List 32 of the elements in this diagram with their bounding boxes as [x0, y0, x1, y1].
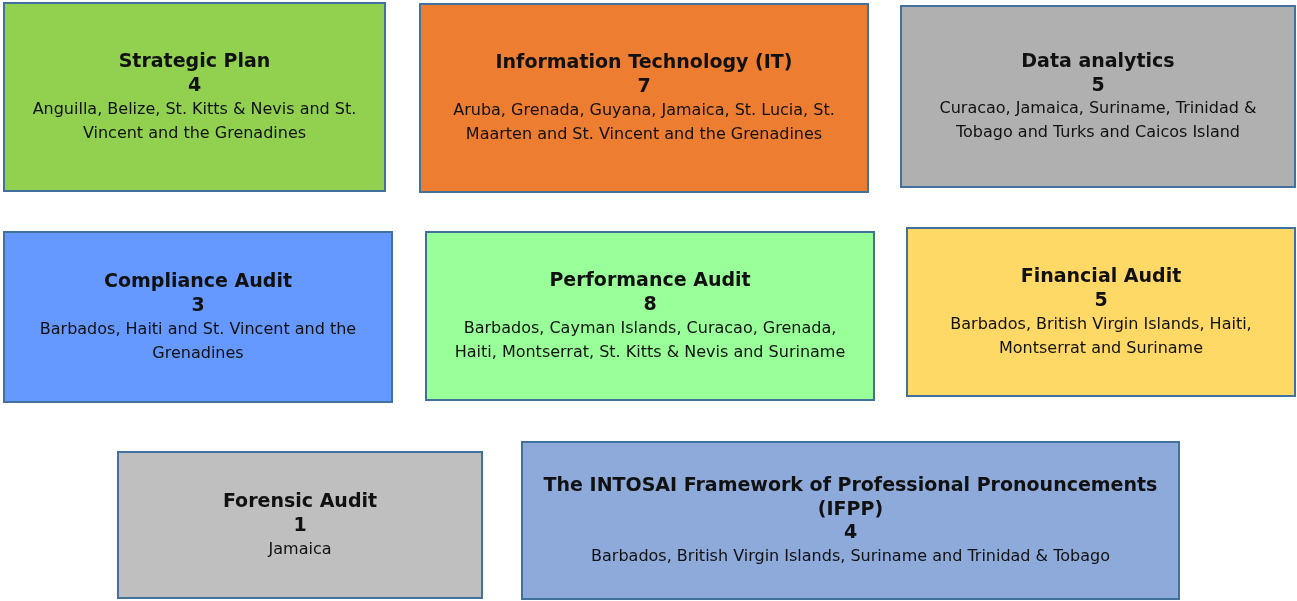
country-list: Barbados, Cayman Islands, Curacao, Grenada, Haiti, Montserrat, St. Kitts & Nevis and Suriname	[441, 315, 859, 364]
count: 4	[187, 73, 202, 97]
country-list: Aruba, Grenada, Guyana, Jamaica, St. Lucia, St. Maarten and St. Vincent and the Grenadines	[435, 97, 853, 146]
category-box	[906, 227, 1296, 397]
category-box	[3, 231, 393, 403]
heading: Financial Audit	[1020, 264, 1182, 288]
count: 8	[643, 292, 657, 316]
category-box	[3, 2, 386, 192]
country-list: Barbados, British Virgin Islands, Haiti, Montserrat and Suriname	[922, 311, 1280, 360]
country-list: Anguilla, Belize, St. Kitts & Nevis and St. Vincent and the Grenadines	[19, 96, 370, 145]
country-list: Curacao, Jamaica, Suriname, Trinidad & Tobago and Turks and Caicos Island	[916, 96, 1280, 145]
heading: Strategic Plan	[118, 49, 271, 73]
count: 3	[191, 293, 205, 317]
country-list: Barbados, British Virgin Islands, Suriname and Trinidad & Tobago	[591, 544, 1110, 569]
category-box	[900, 5, 1296, 188]
heading: Performance Audit	[549, 268, 751, 292]
count: 4	[843, 520, 858, 545]
category-box	[419, 3, 869, 193]
heading: Information Technology (IT)	[495, 50, 793, 74]
heading: Compliance Audit	[104, 269, 292, 293]
count: 1	[293, 513, 307, 537]
count: 5	[1091, 72, 1105, 97]
count: 7	[637, 74, 651, 98]
category-box	[521, 441, 1180, 600]
country-list: Jamaica	[268, 536, 332, 561]
country-list: Barbados, Haiti and St. Vincent and the Grenadines	[19, 316, 377, 365]
heading: Forensic Audit	[222, 489, 378, 513]
count: 5	[1094, 288, 1108, 312]
heading: Data analytics	[1021, 48, 1175, 73]
heading: The INTOSAI Framework of Professional Pronouncements (IFPP)	[542, 472, 1159, 521]
category-box	[117, 451, 483, 599]
category-box	[425, 231, 875, 401]
